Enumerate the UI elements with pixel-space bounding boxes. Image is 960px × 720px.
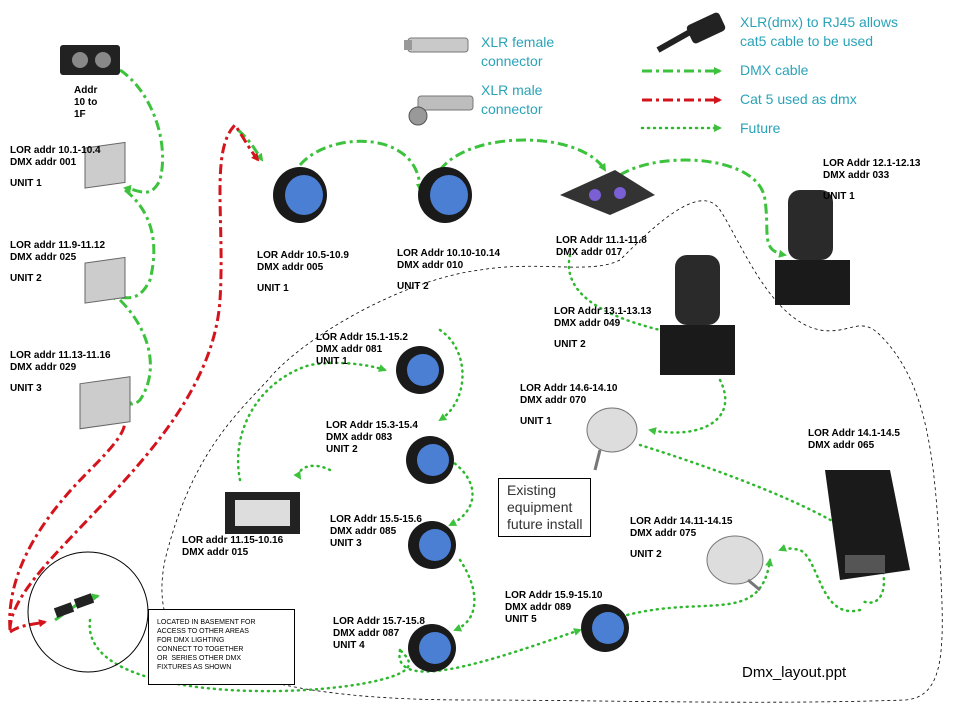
xlr-female-icon bbox=[404, 37, 469, 53]
future-run-par15b-par15c bbox=[448, 458, 474, 527]
future-run-par15e-spot2 bbox=[608, 558, 774, 622]
par-can-15-unit2-icon bbox=[406, 436, 454, 484]
legend-xlr-male-label: XLR male connector bbox=[481, 82, 543, 117]
cat5-run-to-basement bbox=[9, 619, 47, 634]
file-name-label: Dmx_layout.ppt bbox=[742, 664, 847, 681]
future-run-par15c-par15d bbox=[453, 558, 476, 632]
dmx-decoder-icon bbox=[60, 45, 120, 75]
dimmer-pack-unit2-icon bbox=[84, 256, 126, 304]
basement-zoom-circle bbox=[27, 551, 149, 673]
par-can-unit1-icon bbox=[273, 167, 327, 223]
rj45-inline-connector-icon bbox=[53, 593, 95, 618]
cat5-run-to-par1 bbox=[8, 122, 260, 631]
dimmer-pack-unit1-icon bbox=[84, 141, 126, 189]
dmx-run-par2-derby bbox=[438, 138, 607, 172]
par-can-15-unit5-icon bbox=[581, 604, 629, 652]
dmx-run-cat5-to-par1 bbox=[237, 128, 264, 162]
moving-head-unit1-icon bbox=[775, 190, 850, 305]
future-run-strobe-par15b bbox=[293, 464, 332, 480]
legend-future-label: Future bbox=[740, 120, 781, 136]
basement-note-box: LOCATED IN BASEMENT FOR ACCESS TO OTHER … bbox=[148, 609, 295, 685]
future-run-scanner-spot2 bbox=[778, 544, 862, 613]
dmx-run-basement bbox=[54, 593, 100, 622]
future-run-par15d-par15e bbox=[398, 628, 582, 673]
legend-cat5-label: Cat 5 used as dmx bbox=[740, 91, 857, 107]
legend-rj45-label: XLR(dmx) to RJ45 allows cat5 cable to be… bbox=[740, 14, 898, 49]
par-can-15-unit3-icon bbox=[408, 521, 456, 569]
par-can-unit2-icon bbox=[418, 167, 472, 223]
par-can-15-unit1-icon bbox=[396, 346, 444, 394]
cat5-run-main bbox=[8, 419, 127, 631]
legend-dmx-label: DMX cable bbox=[740, 62, 809, 78]
par-can-15-unit4-icon bbox=[408, 624, 456, 672]
strobe-light-icon bbox=[225, 492, 300, 534]
derby-light-icon bbox=[560, 170, 655, 215]
dmx-run-decoder-unit1 bbox=[119, 68, 165, 194]
future-run-basement-par15d bbox=[88, 618, 411, 693]
scanner-light-icon bbox=[825, 470, 910, 580]
xlr-male-icon bbox=[408, 95, 474, 126]
spot-par-unit1-icon bbox=[586, 407, 638, 471]
existing-equipment-box: Existing equipment future install bbox=[498, 478, 592, 537]
dmx-run-unit1-unit2 bbox=[108, 188, 156, 301]
decoder-address-label: Addr 10 to 1F bbox=[74, 85, 98, 120]
rj45-adapter-icon bbox=[656, 12, 726, 53]
dimmer-pack-unit3-icon bbox=[79, 376, 131, 430]
future-run-to-par15a bbox=[236, 361, 387, 482]
future-run-par15a-par15b bbox=[438, 328, 464, 422]
spot-par-unit2-icon bbox=[706, 535, 764, 592]
dmx-run-derby-mover1 bbox=[619, 158, 787, 258]
dmx-run-par1-par2 bbox=[298, 139, 424, 192]
future-run-derby-mover2 bbox=[567, 253, 662, 332]
future-run-mover2-spot1 bbox=[648, 378, 727, 436]
moving-head-unit2-icon bbox=[660, 255, 735, 375]
legend-xlr-female-label: XLR female connector bbox=[481, 34, 555, 69]
